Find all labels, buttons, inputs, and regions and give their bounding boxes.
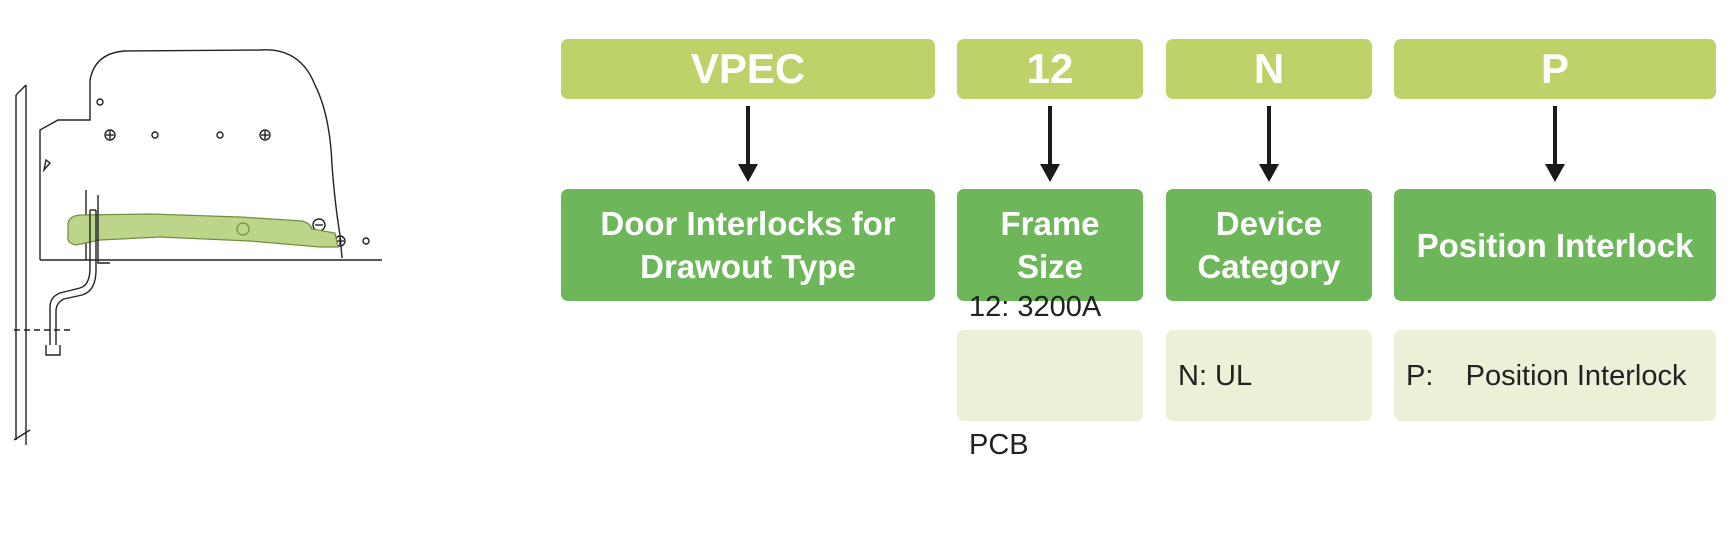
option-line: PCB xyxy=(969,428,1029,461)
arrow-down-icon xyxy=(1259,106,1279,182)
arrow-down-icon xyxy=(1545,106,1565,182)
description-line: Category xyxy=(1197,248,1341,285)
option-line: 12: 3200A xyxy=(969,290,1102,323)
option-box-frame: 12: 3200A PCB xyxy=(957,291,1143,461)
description-box-position: Position Interlock xyxy=(1394,189,1716,301)
code-box-position: P xyxy=(1394,39,1716,99)
code-label: N xyxy=(1253,45,1285,92)
description-line: Drawout Type xyxy=(640,248,856,285)
description-line: Position Interlock xyxy=(1416,226,1694,264)
option-box-category: N: UL xyxy=(1166,330,1372,421)
code-label: VPEC xyxy=(690,45,806,92)
arrow-down-icon xyxy=(738,106,758,182)
door-interlock-drawing-icon xyxy=(10,45,390,470)
description-box-vpec: Door Interlocks for Drawout Type xyxy=(561,189,935,301)
code-box-frame: 12 xyxy=(957,39,1143,99)
description-box-frame: Frame Size xyxy=(957,189,1143,301)
code-label: P xyxy=(1540,45,1569,92)
option-line: P: Position Interlock xyxy=(1406,359,1687,392)
description-line: Frame Size xyxy=(1000,205,1100,285)
description-line: Device xyxy=(1215,205,1323,242)
option-line: N: UL xyxy=(1178,359,1253,392)
description-box-category: Device Category xyxy=(1166,189,1372,301)
code-box-category: N xyxy=(1166,39,1372,99)
code-box-vpec: VPEC xyxy=(561,39,935,99)
option-box-position: P: Position Interlock xyxy=(1394,330,1716,421)
arrow-down-icon xyxy=(1040,106,1060,182)
code-label: 12 xyxy=(1026,45,1074,92)
description-line: Door Interlocks for xyxy=(600,205,896,242)
